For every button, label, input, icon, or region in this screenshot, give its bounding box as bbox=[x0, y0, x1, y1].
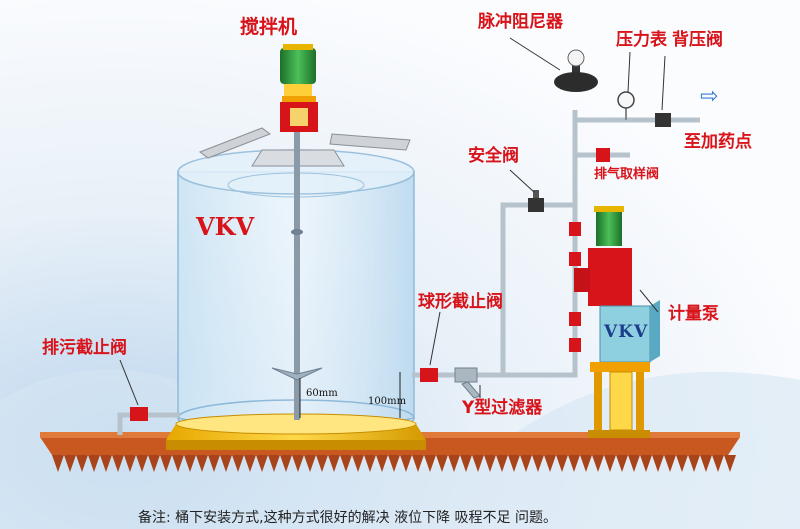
metering-pump-assembly bbox=[574, 206, 660, 363]
dimension-100: 100mm bbox=[368, 396, 407, 407]
label-metering-pump: 计量泵 bbox=[668, 304, 719, 324]
label-vent-sampling-valve: 排气取样阀 bbox=[594, 167, 660, 182]
ball-stop-valve-body bbox=[420, 368, 438, 382]
back-pressure-valve-body bbox=[655, 113, 671, 127]
agitator-motor bbox=[280, 44, 318, 132]
dimension-lines bbox=[299, 372, 401, 418]
dimension-60: 60mm bbox=[306, 388, 338, 399]
label-agitator: 搅拌机 bbox=[240, 16, 298, 38]
label-ball-stop-valve: 球形截止阀 bbox=[418, 292, 503, 312]
label-y-strainer: Y型过滤器 bbox=[462, 398, 543, 418]
pump-brand: VKV bbox=[604, 322, 649, 342]
leader-lines bbox=[119, 37, 666, 406]
tank-stand bbox=[166, 413, 426, 450]
pulsation-damper bbox=[554, 49, 598, 92]
label-pressure-gauge: 压力表 bbox=[616, 30, 667, 50]
agitator-shaft bbox=[271, 132, 323, 420]
y-strainer-body bbox=[454, 367, 481, 399]
drain-valve-body bbox=[130, 407, 148, 421]
note-text: 备注: 桶下安装方式,这种方式很好的解决 液位下降 吸程不足 问题。 bbox=[138, 510, 557, 526]
label-safety-valve: 安全阀 bbox=[468, 146, 519, 166]
label-to-dosing-point: 至加药点 bbox=[684, 132, 752, 152]
safety-valve-body bbox=[528, 190, 544, 212]
tank-brand: VKV bbox=[196, 212, 255, 241]
pump-stand bbox=[588, 362, 650, 438]
label-pulsation-damper: 脉冲阻尼器 bbox=[478, 12, 563, 32]
label-back-pressure-valve: 背压阀 bbox=[672, 30, 723, 50]
vent-valve-body bbox=[596, 148, 610, 162]
inline-fittings bbox=[569, 222, 581, 352]
pressure-gauge bbox=[617, 91, 635, 120]
label-drain-stop-valve: 排污截止阀 bbox=[42, 338, 127, 358]
flow-arrow-icon: ⇨ bbox=[700, 84, 719, 109]
